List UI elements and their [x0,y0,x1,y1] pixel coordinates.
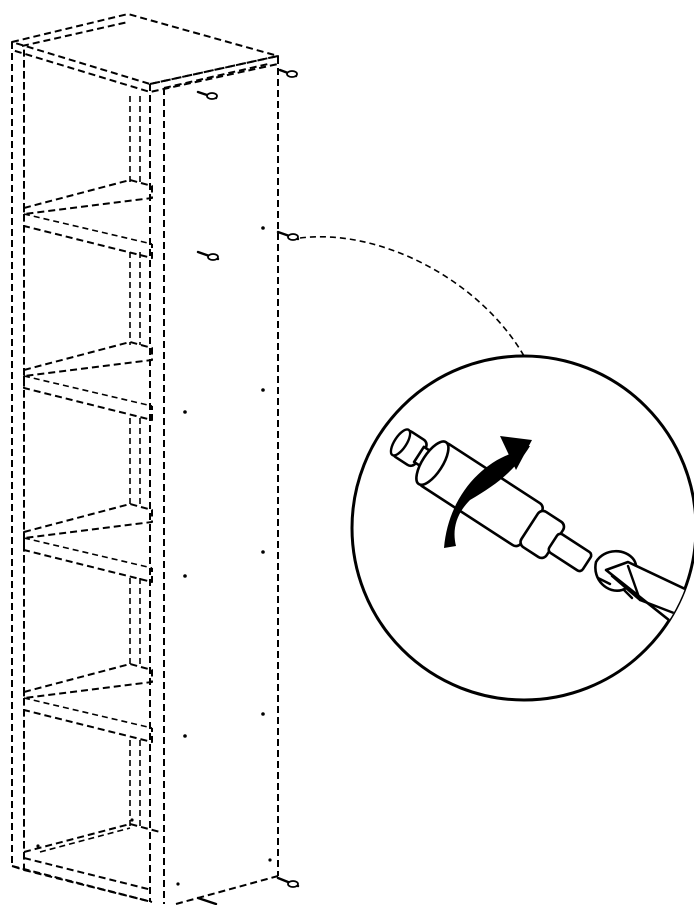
dowel-mid-front [196,250,220,261]
dowel-mid-right [276,230,300,241]
right-side-panel [149,55,279,905]
dowel-bottom-front [196,896,218,905]
bottom-panel [11,823,161,903]
dowel-top-right [278,68,298,78]
rotate-arrow-icon [444,436,532,548]
shelf-2 [23,341,153,421]
dowel-top-front [196,90,218,100]
top-panel-inner-edge [21,21,129,47]
shelf-3 [23,503,153,583]
dowel-bottom-right [276,876,300,888]
cam-dowel-icon [389,428,593,573]
left-side-panel [11,42,25,871]
top-panel-front-edge [11,42,279,93]
panel-holes [36,226,272,886]
shelf-1 [23,179,153,259]
bookcase-frame-icon [11,13,300,905]
shelf-4 [23,663,153,743]
callout-leader-line [299,236,525,357]
